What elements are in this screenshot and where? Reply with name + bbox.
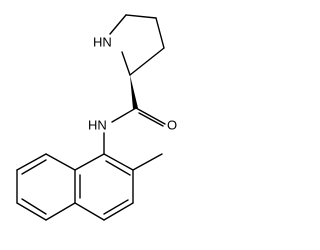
atom-label-ring-nh: HN xyxy=(93,34,112,49)
bond-naph-c3-c4-inner xyxy=(103,199,129,215)
atom-label-amide-nh: HN xyxy=(88,117,107,132)
bond-ring-n-c5 xyxy=(109,14,127,35)
bond-carbonyl-c-o-1 xyxy=(135,107,166,125)
bond-naph-c5-c4a xyxy=(45,202,76,221)
bond-naph-c1-c2 xyxy=(103,153,134,171)
wedge-bond-stereocenter xyxy=(130,75,138,109)
chemical-structure: HN O HN xyxy=(16,14,177,221)
bond-naph-c3-c4 xyxy=(103,202,134,221)
bond-naph-c8a-c1 xyxy=(74,153,105,171)
bond-naph-c8-c7-inner xyxy=(21,159,47,175)
bond-carbonyl-c-o-2 xyxy=(138,112,164,127)
bond-ring-c5-c4 xyxy=(125,14,157,19)
atom-label-carbonyl-o: O xyxy=(167,117,177,132)
bond-naph-c1-c2-inner xyxy=(105,160,131,176)
bond-naph-c4-c4a xyxy=(74,202,105,221)
bond-carbonyl-c-amide-n xyxy=(111,107,137,123)
bond-naph-c6-c5-inner xyxy=(21,198,47,215)
bond-ring-c3-c2 xyxy=(129,47,165,76)
bond-methyl xyxy=(132,153,163,171)
bond-ring-c4-c3 xyxy=(155,17,165,49)
bond-naph-c6-c5 xyxy=(16,202,47,221)
bond-ring-n-c2 xyxy=(121,51,131,76)
bond-naph-c8-c7 xyxy=(16,153,47,171)
bond-naph-c8a-c8 xyxy=(45,153,76,171)
